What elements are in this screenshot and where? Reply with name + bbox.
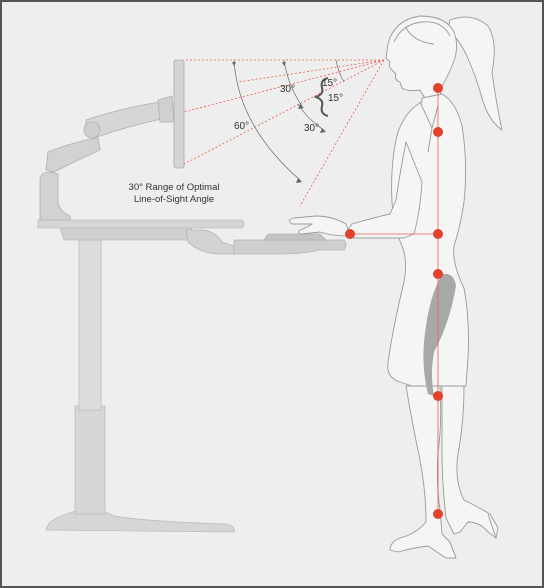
angle-label-30-upper: 30°: [280, 84, 295, 95]
arc-15: [335, 59, 345, 83]
arrowhead: [298, 104, 304, 109]
monitor-arm-lower: [45, 137, 101, 173]
joint-elbow-icon: [433, 229, 443, 239]
angle-label-15-upper: 15°: [322, 78, 337, 89]
heel-front: [449, 541, 457, 559]
caption-line-2: Line-of-Sight Angle: [134, 194, 214, 205]
desk-column-lower: [74, 405, 106, 515]
angle-arcs: [232, 59, 345, 183]
head: [385, 15, 457, 101]
collar: [419, 101, 439, 153]
joint-wrist-icon: [345, 229, 355, 239]
arrowhead: [232, 62, 236, 66]
arrowhead: [282, 62, 286, 66]
joint-shoulder-icon: [433, 127, 443, 137]
joint-knee-icon: [433, 391, 443, 401]
angle-label-15-lower: 15°: [328, 93, 343, 104]
heel-back: [487, 513, 497, 539]
angle-label-60: 60°: [234, 121, 249, 132]
keyboard-tray-arm: [185, 229, 235, 255]
ponytail: [447, 16, 503, 131]
monitor-tilt-head: [157, 95, 175, 123]
joint-ear-icon: [433, 83, 443, 93]
caption-line-1: 30° Range of Optimal: [129, 182, 220, 193]
arrowhead: [296, 178, 302, 183]
desk-frame: [59, 227, 193, 241]
arrowhead: [320, 128, 326, 133]
desk-column-upper: [78, 239, 102, 411]
sight-line-15: [183, 59, 385, 113]
arc-60: [233, 59, 301, 181]
monitor-arm-base: [39, 171, 71, 221]
sight-line-upper: [237, 59, 385, 83]
monitor: [173, 59, 185, 169]
sight-line-30: [183, 59, 385, 165]
arm: [345, 141, 423, 239]
lumbar-shadow: [423, 273, 456, 396]
standing-desk: [37, 219, 347, 533]
joint-ankle-icon: [433, 509, 443, 519]
hair: [393, 21, 451, 45]
hand: [289, 215, 351, 237]
curly-brace-icon: [313, 77, 329, 117]
person-figure: [289, 15, 503, 559]
desk-base: [45, 509, 235, 533]
keyboard-tray: [233, 239, 347, 255]
desk-top: [37, 219, 245, 229]
arc-30-upper: [283, 59, 303, 107]
sight-line-60: [299, 59, 385, 207]
angle-label-30-lower: 30°: [304, 123, 319, 134]
posture-alignment: [345, 83, 443, 519]
joint-hip-icon: [433, 269, 443, 279]
keyboard: [263, 233, 327, 241]
monitor-arm-joint: [83, 121, 101, 139]
leg-back: [441, 385, 499, 539]
monitor-mount: [39, 59, 185, 221]
